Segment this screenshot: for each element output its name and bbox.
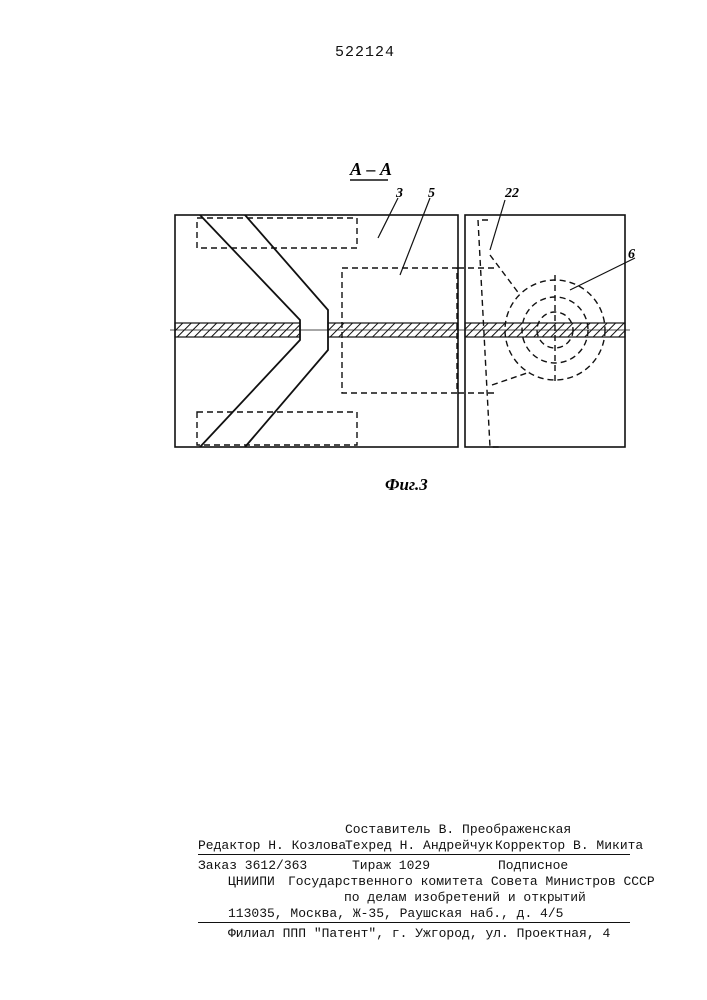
editor-line: Редактор Н. Козлова xyxy=(198,838,346,853)
subscription-line: Подписное xyxy=(498,858,568,873)
address-line: 113035, Москва, Ж-35, Раушская наб., д. … xyxy=(228,906,563,921)
branch-line: Филиал ППП "Патент", г. Ужгород, ул. Про… xyxy=(228,926,610,941)
patent-number: 522124 xyxy=(335,44,395,61)
corrector-line: Корректор В. Микита xyxy=(495,838,643,853)
callout-3: 3 xyxy=(395,186,403,201)
order-line: Заказ 3612/363 xyxy=(198,858,307,873)
technical-drawing: А – А xyxy=(160,150,640,500)
org-name: ЦНИИПИ xyxy=(228,874,275,889)
callout-5: 5 xyxy=(428,186,435,201)
hatched-strip xyxy=(170,323,630,337)
circulation-line: Тираж 1029 xyxy=(352,858,430,873)
callout-6: 6 xyxy=(628,247,635,262)
committee-line-2: по делам изобретений и открытий xyxy=(344,890,586,905)
callout-22: 22 xyxy=(504,186,519,201)
compiler-line: Составитель В. Преображенская xyxy=(345,822,571,837)
figure-caption: Фиг.3 xyxy=(385,475,428,494)
committee-line-1: Государственного комитета Совета Министр… xyxy=(288,874,655,889)
divider-top xyxy=(198,854,630,855)
leader-lines xyxy=(378,198,635,290)
divider-bottom xyxy=(198,922,630,923)
section-label: А – А xyxy=(349,159,392,179)
tech-editor-line: Техред Н. Андрейчук xyxy=(345,838,493,853)
